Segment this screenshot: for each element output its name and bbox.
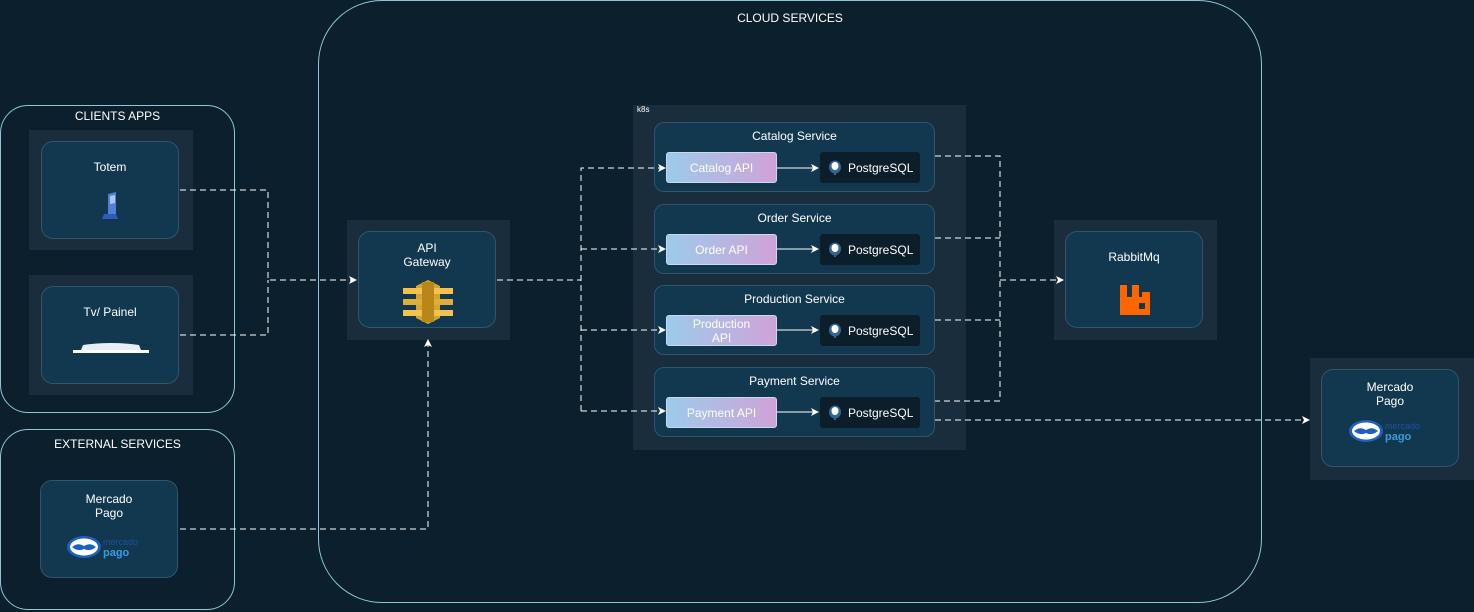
api-gateway-icon <box>403 280 453 324</box>
svg-text:pago: pago <box>1385 431 1412 443</box>
edge-totem-gateway <box>180 189 357 284</box>
edge-mp-gateway <box>180 339 432 530</box>
production-service-title: Production Service <box>744 292 845 306</box>
svg-text:pago: pago <box>103 547 130 559</box>
order-api-box[interactable]: Order API <box>666 234 777 265</box>
catalog-api-box[interactable]: Catalog API <box>666 152 777 183</box>
totem-node[interactable]: Totem <box>41 141 179 239</box>
cloud-services-title: CLOUD SERVICES <box>737 11 843 25</box>
payment-db-box[interactable]: PostgreSQL <box>820 397 920 428</box>
mercado-pago-in-node[interactable]: Mercado Pago mercado pago <box>40 480 178 578</box>
svg-text:mercado: mercado <box>103 537 138 547</box>
kiosk-icon <box>102 192 118 219</box>
external-services-title: EXTERNAL SERVICES <box>54 437 181 451</box>
order-service-title: Order Service <box>757 211 832 225</box>
catalog-service-title: Catalog Service <box>752 129 837 143</box>
k8s-label: k8s <box>637 105 650 114</box>
postgresql-icon <box>829 160 841 175</box>
api-gateway-node[interactable]: API Gateway <box>358 231 496 328</box>
rabbitmq-node[interactable]: RabbitMq <box>1065 231 1203 328</box>
production-db-box[interactable]: PostgreSQL <box>820 315 920 346</box>
payment-service-title: Payment Service <box>749 374 840 388</box>
postgresql-icon <box>829 242 841 257</box>
mercado-pago-out-node[interactable]: Mercado Pago mercado pago <box>1321 369 1459 467</box>
production-api-box[interactable]: Production API <box>666 315 777 346</box>
production-db-label: PostgreSQL <box>848 323 914 338</box>
svg-text:mercado: mercado <box>1385 421 1420 431</box>
postgresql-icon <box>829 323 841 338</box>
catalog-db-label: PostgreSQL <box>848 160 914 175</box>
mercado-pago-logo-icon: mercado pago <box>67 536 138 559</box>
payment-db-label: PostgreSQL <box>848 405 914 420</box>
edge-tv-gateway <box>180 280 269 336</box>
order-db-box[interactable]: PostgreSQL <box>820 234 920 265</box>
mercado-pago-logo-icon: mercado pago <box>1349 420 1420 443</box>
order-db-label: PostgreSQL <box>848 242 914 257</box>
cloud-services-group: CLOUD SERVICES <box>318 0 1262 603</box>
edge-catalog-rabbit <box>935 155 1001 402</box>
catalog-db-box[interactable]: PostgreSQL <box>820 152 920 183</box>
payment-api-box[interactable]: Payment API <box>666 397 777 428</box>
clients-apps-title: CLIENTS APPS <box>74 109 161 123</box>
edge-gateway-catalog <box>580 164 666 411</box>
tv-painel-node[interactable]: Tv/ Painel <box>41 286 179 384</box>
clients-apps-group: CLIENTS APPS <box>0 105 235 413</box>
api-gateway-label: API Gateway <box>403 241 451 269</box>
postgresql-icon <box>829 405 841 420</box>
tv-display-icon <box>73 343 149 353</box>
rabbitmq-icon <box>1120 285 1150 315</box>
tv-painel-label: Tv/ Painel <box>83 305 137 319</box>
mercado-pago-in-label: Mercado Pago <box>85 492 133 520</box>
mercado-pago-out-label: Mercado Pago <box>1366 380 1414 408</box>
rabbitmq-label: RabbitMq <box>1108 250 1160 264</box>
totem-label: Totem <box>93 160 127 174</box>
external-services-group: EXTERNAL SERVICES <box>0 429 235 610</box>
